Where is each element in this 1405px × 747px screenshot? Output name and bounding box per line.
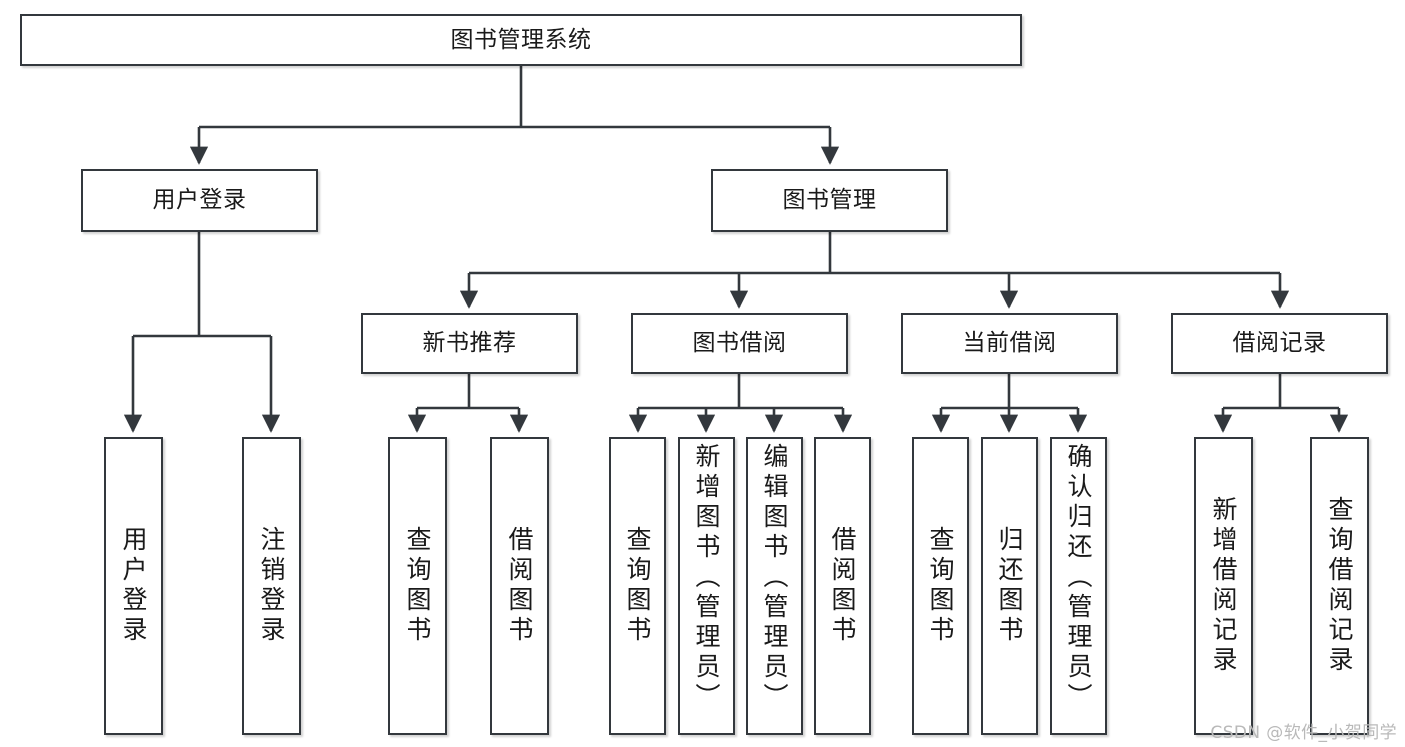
node-label: 确认归还（管理员） — [1064, 443, 1093, 713]
node-label: 编辑图书（管理员） — [760, 443, 789, 713]
node-label: 借阅图书 — [828, 526, 857, 646]
leaf-add-book-admin[interactable]: 新增图书（管理员） — [678, 437, 735, 735]
leaf-add-borrow-record[interactable]: 新增借阅记录 — [1194, 437, 1253, 735]
leaf-query-book-borrow[interactable]: 查询图书 — [609, 437, 666, 735]
node-label: 图书管理 — [782, 187, 877, 214]
node-book-borrow[interactable]: 图书借阅 — [631, 313, 848, 374]
node-new-book-recommend[interactable]: 新书推荐 — [361, 313, 578, 374]
leaf-query-book-current[interactable]: 查询图书 — [912, 437, 969, 735]
leaf-logout[interactable]: 注销登录 — [242, 437, 301, 735]
node-label: 新增图书（管理员） — [692, 443, 721, 713]
leaf-borrow-book-newbook[interactable]: 借阅图书 — [490, 437, 549, 735]
node-current-borrow[interactable]: 当前借阅 — [901, 313, 1118, 374]
node-label: 查询图书 — [623, 526, 652, 646]
leaf-query-book-newbook[interactable]: 查询图书 — [388, 437, 447, 735]
node-label: 查询借阅记录 — [1325, 496, 1354, 676]
node-label: 用户登录 — [152, 187, 247, 214]
node-label: 新书推荐 — [422, 330, 517, 357]
node-label: 当前借阅 — [962, 330, 1057, 357]
node-label: 查询图书 — [926, 526, 955, 646]
node-label: 借阅记录 — [1232, 330, 1327, 357]
node-label: 借阅图书 — [505, 526, 534, 646]
leaf-query-borrow-record[interactable]: 查询借阅记录 — [1310, 437, 1369, 735]
leaf-confirm-return-admin[interactable]: 确认归还（管理员） — [1050, 437, 1107, 735]
leaf-borrow-book-borrow[interactable]: 借阅图书 — [814, 437, 871, 735]
node-label: 注销登录 — [257, 526, 286, 646]
node-label: 用户登录 — [119, 526, 148, 646]
node-label: 归还图书 — [995, 526, 1024, 646]
node-user-login[interactable]: 用户登录 — [81, 169, 318, 232]
watermark-text: CSDN @软件_小贺同学 — [1210, 723, 1397, 743]
node-label: 图书借阅 — [692, 330, 787, 357]
leaf-return-book[interactable]: 归还图书 — [981, 437, 1038, 735]
leaf-edit-book-admin[interactable]: 编辑图书（管理员） — [746, 437, 803, 735]
leaf-user-login[interactable]: 用户登录 — [104, 437, 163, 735]
node-book-management[interactable]: 图书管理 — [711, 169, 948, 232]
node-label: 图书管理系统 — [450, 26, 592, 53]
node-root-book-management-system[interactable]: 图书管理系统 — [20, 14, 1022, 66]
node-borrow-record[interactable]: 借阅记录 — [1171, 313, 1388, 374]
node-label: 查询图书 — [403, 526, 432, 646]
node-label: 新增借阅记录 — [1209, 496, 1238, 676]
